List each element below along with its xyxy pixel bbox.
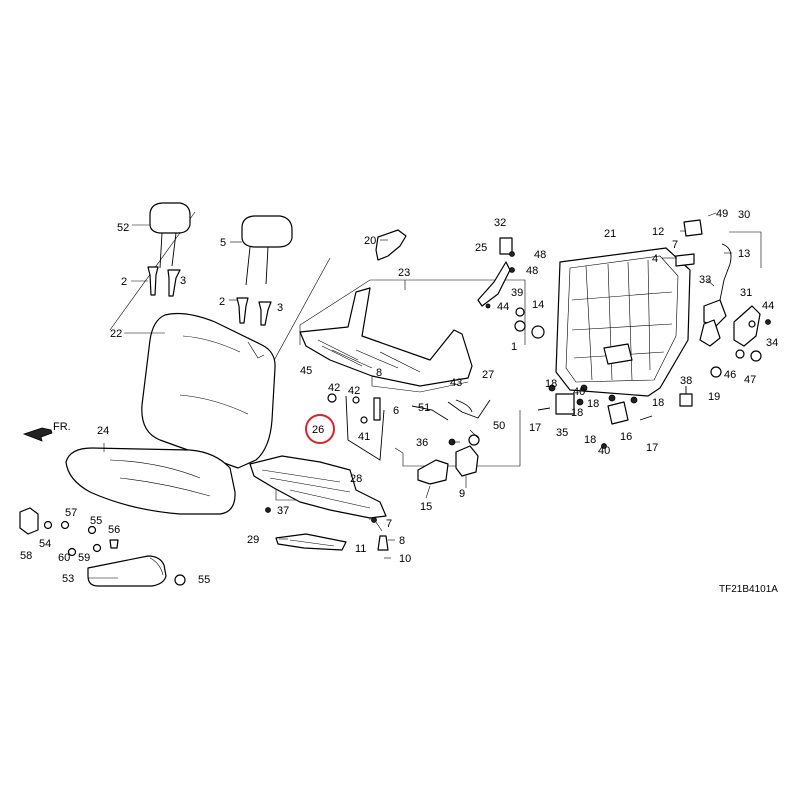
callout-2: 2: [121, 276, 127, 288]
lower-right-parts: [537, 384, 653, 449]
callout-10: 10: [399, 553, 411, 565]
callout-50: 50: [493, 420, 505, 432]
lower-frame: [249, 455, 387, 551]
callout-33: 33: [699, 274, 711, 286]
armrest-parts: [19, 507, 186, 587]
callout-28: 28: [350, 473, 362, 485]
callout-3: 3: [180, 275, 186, 287]
seatback-frame: [555, 247, 691, 397]
fr-arrow: FR.: [22, 421, 71, 442]
callout-17: 17: [646, 442, 658, 454]
callout-46: 46: [724, 369, 736, 381]
callout-15: 15: [420, 501, 432, 513]
callout-20: 20: [364, 235, 376, 247]
callout-8: 8: [376, 367, 382, 379]
diagram-code: TF21B4101A: [719, 584, 778, 595]
callout-12: 12: [652, 226, 664, 238]
callout-26: 26: [312, 424, 324, 436]
hook-wires: [327, 393, 491, 461]
callout-44: 44: [762, 300, 774, 312]
callout-40: 40: [598, 445, 610, 457]
callout-42: 42: [328, 382, 340, 394]
callout-42: 42: [348, 385, 360, 397]
callout-19: 19: [708, 391, 720, 403]
callout-56: 56: [108, 524, 120, 536]
callout-13: 13: [738, 248, 750, 260]
seat-frame: [299, 229, 473, 393]
bracket-30: [729, 231, 762, 268]
callout-18: 18: [545, 378, 557, 390]
callout-44: 44: [497, 301, 509, 313]
leader-lines: [88, 212, 732, 579]
callout-6: 6: [393, 405, 399, 417]
callout-47: 47: [744, 374, 756, 386]
callout-49: 49: [716, 208, 728, 220]
callout-55: 55: [198, 574, 210, 586]
callout-21: 21: [604, 228, 616, 240]
callout-45: 45: [300, 365, 312, 377]
seat-cushion-cover: [65, 447, 236, 515]
callout-32: 32: [494, 217, 506, 229]
callout-31: 31: [740, 287, 752, 299]
callout-1: 1: [511, 341, 517, 353]
callout-43: 43: [450, 377, 462, 389]
headrest-left: [149, 202, 191, 269]
callout-22: 22: [110, 328, 122, 340]
callout-11: 11: [355, 543, 366, 555]
callout-51: 51: [418, 402, 430, 414]
callout-labels: 52 2 3 5 2 3 22 24 58 54 57 60 55 59 56 …: [20, 208, 778, 586]
callout-38: 38: [680, 375, 692, 387]
callout-58: 58: [20, 550, 32, 562]
callout-54: 54: [39, 538, 51, 550]
highlight-circle: [305, 414, 335, 444]
callout-23: 23: [398, 267, 410, 279]
callout-14: 14: [532, 299, 544, 311]
callout-48: 48: [534, 249, 546, 261]
callout-18: 18: [587, 398, 599, 410]
seat-back-cover: [141, 312, 276, 469]
callout-55: 55: [90, 515, 102, 527]
callout-35: 35: [556, 427, 568, 439]
callout-18: 18: [652, 397, 664, 409]
callout-2: 2: [219, 296, 225, 308]
callout-7: 7: [672, 239, 678, 251]
callout-48: 48: [526, 265, 538, 277]
callout-18: 18: [584, 434, 596, 446]
callout-36: 36: [416, 437, 428, 449]
callout-57: 57: [65, 507, 77, 519]
callout-52: 52: [117, 222, 129, 234]
callout-59: 59: [78, 552, 90, 564]
callout-3: 3: [277, 302, 283, 314]
bracket-lower: [394, 410, 521, 467]
callout-34: 34: [766, 337, 778, 349]
callout-41: 41: [358, 431, 370, 443]
callout-29: 29: [247, 534, 259, 546]
callout-5: 5: [220, 237, 226, 249]
callout-7: 7: [386, 518, 392, 530]
callout-18: 18: [571, 407, 583, 419]
callout-24: 24: [97, 425, 109, 437]
callout-30: 30: [738, 209, 750, 221]
callout-39: 39: [511, 287, 523, 299]
callout-16: 16: [620, 431, 632, 443]
callout-40: 40: [573, 386, 585, 398]
callout-9: 9: [459, 488, 465, 500]
headrest-guides: [147, 266, 272, 326]
brackets-upper: [477, 237, 545, 339]
callout-8: 8: [399, 535, 405, 547]
callout-60: 60: [58, 552, 70, 564]
callout-17: 17: [529, 422, 541, 434]
callout-53: 53: [62, 573, 74, 585]
callout-4: 4: [652, 253, 658, 265]
headrest-right: [241, 215, 293, 286]
right-parts: [675, 219, 771, 407]
callout-27: 27: [482, 369, 494, 381]
fr-label: FR.: [53, 421, 71, 433]
callout-37: 37: [277, 505, 289, 517]
callout-25: 25: [475, 242, 487, 254]
